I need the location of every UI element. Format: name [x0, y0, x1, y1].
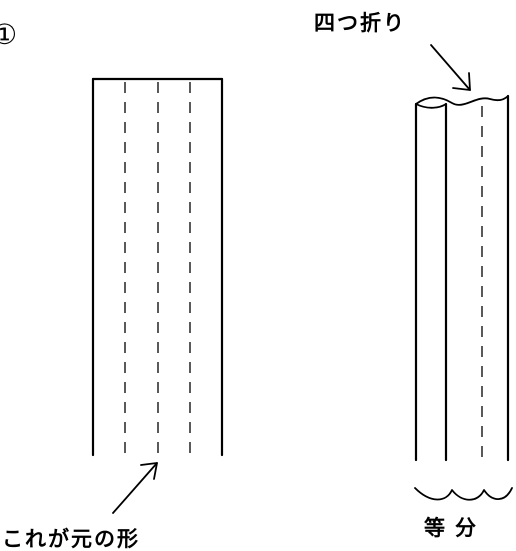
original-shape-arrow [112, 462, 158, 514]
folded-top-wave [415, 95, 509, 106]
original-shape-label: これが元の形 [2, 527, 140, 551]
original-strip [91, 77, 224, 457]
equal-division-brace [414, 487, 513, 501]
equal-parts-label: 等分 [424, 516, 486, 540]
folded-strip [414, 94, 510, 462]
step-number: ① [0, 18, 17, 51]
fold-in-four-arrow [430, 44, 471, 91]
fold-in-four-label: 四つ折り [314, 11, 406, 35]
